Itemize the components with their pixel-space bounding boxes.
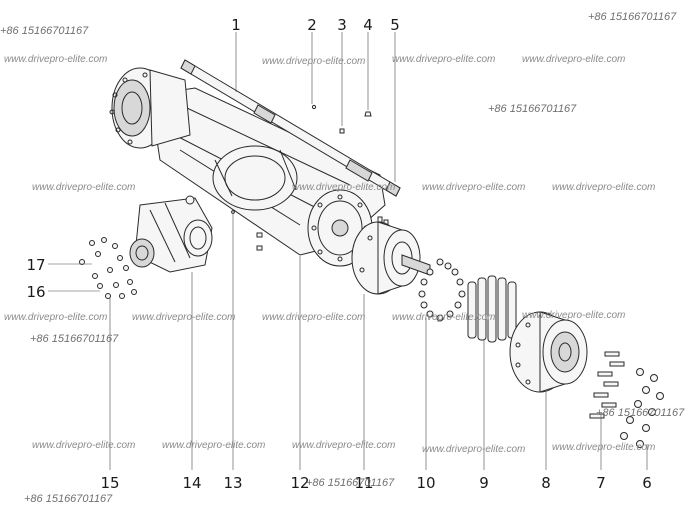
callout-7: 7 (596, 474, 606, 492)
right-wheel-hub (509, 311, 588, 393)
watermark-site: www.drivepro-elite.com (162, 440, 265, 451)
watermark-site: www.drivepro-elite.com (4, 54, 107, 65)
callout-14: 14 (182, 474, 201, 492)
watermark-site: www.drivepro-elite.com (32, 440, 135, 451)
watermark-site: www.drivepro-elite.com (4, 312, 107, 323)
callout-2: 2 (307, 16, 317, 34)
watermark-site: www.drivepro-elite.com (262, 312, 365, 323)
watermark-site: www.drivepro-elite.com (132, 312, 235, 323)
callout-10: 10 (416, 474, 435, 492)
callout-4: 4 (363, 16, 373, 34)
planetary-carrier (351, 221, 431, 295)
leader-lines (48, 32, 648, 470)
wheel-studs (589, 351, 625, 419)
callout-17: 17 (26, 256, 45, 274)
watermark-phone: +86 15166701167 (24, 493, 113, 505)
watermark-phone: +86 15166701167 (596, 407, 685, 419)
watermark-site: www.drivepro-elite.com (292, 182, 395, 193)
watermark-site: www.drivepro-elite.com (262, 56, 365, 67)
wheel-nuts (620, 368, 664, 448)
differential-assembly (129, 195, 213, 273)
watermarks: +86 15166701167 +86 15166701167 +86 1516… (0, 11, 685, 505)
small-fasteners-top (231, 104, 389, 251)
callout-12: 12 (290, 474, 309, 492)
watermark-site: www.drivepro-elite.com (522, 310, 625, 321)
callout-9: 9 (479, 474, 489, 492)
watermark-site: www.drivepro-elite.com (552, 442, 655, 453)
callout-8: 8 (541, 474, 551, 492)
callout-6: 6 (642, 474, 652, 492)
watermark-phone: +86 15166701167 (30, 333, 119, 345)
watermark-site: www.drivepro-elite.com (522, 54, 625, 65)
callout-11: 11 (354, 474, 373, 492)
watermark-site: www.drivepro-elite.com (422, 444, 525, 455)
callout-5: 5 (390, 16, 400, 34)
watermark-site: www.drivepro-elite.com (32, 182, 135, 193)
axle-shaft (180, 59, 401, 197)
left-wheel-hub (109, 67, 191, 149)
callout-1: 1 (231, 16, 241, 34)
callout-15: 15 (100, 474, 119, 492)
watermark-phone: +86 15166701167 (488, 103, 577, 115)
watermark-site: www.drivepro-elite.com (392, 312, 495, 323)
callout-16: 16 (26, 283, 45, 301)
watermark-site: www.drivepro-elite.com (422, 182, 525, 193)
bearing-ring (418, 258, 466, 322)
watermark-phone: +86 15166701167 (306, 477, 395, 489)
callout-3: 3 (337, 16, 347, 34)
callout-13: 13 (223, 474, 242, 492)
callout-numbers: 1 2 3 4 5 6 7 8 9 10 11 12 13 14 15 16 1… (26, 16, 651, 492)
watermark-site: www.drivepro-elite.com (292, 440, 395, 451)
differential-bolts (79, 237, 137, 299)
watermark-site: www.drivepro-elite.com (552, 182, 655, 193)
planet-gears (467, 275, 517, 343)
watermark-phone: +86 15166701167 (588, 11, 677, 23)
watermark-site: www.drivepro-elite.com (392, 54, 495, 65)
watermark-phone: +86 15166701167 (0, 25, 89, 37)
